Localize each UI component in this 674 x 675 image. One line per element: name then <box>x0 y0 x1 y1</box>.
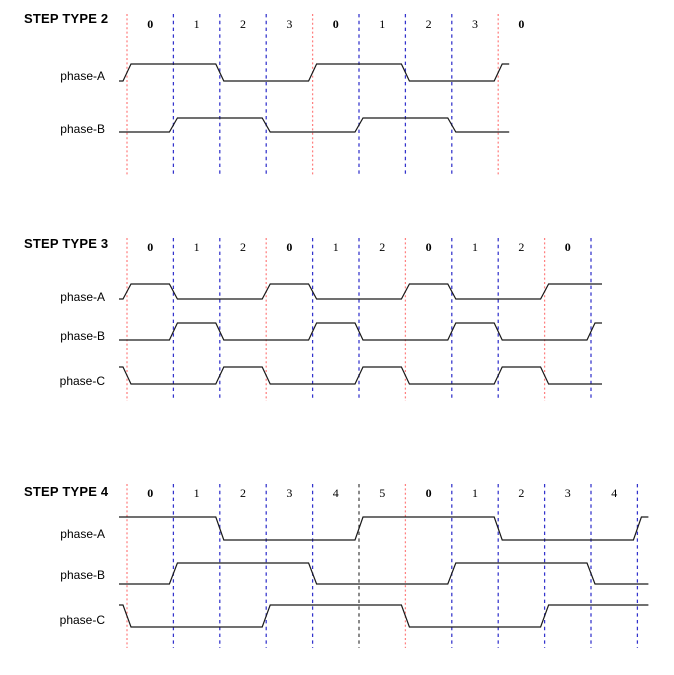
step-label-step-type-4-5: 5 <box>379 486 385 500</box>
waveform-step-type-4-phase-A <box>119 516 649 541</box>
waveform-step-type-3-phase-B <box>119 322 602 341</box>
step-label-step-type-3-2: 2 <box>240 240 246 254</box>
step-label-step-type-4-6: 0 <box>426 486 432 500</box>
step-label-step-type-2-5: 1 <box>379 17 385 31</box>
step-label-step-type-3-9: 0 <box>565 240 571 254</box>
signal-label-step-type-2-phase-A: phase-A <box>60 69 105 83</box>
waveform-step-type-2-phase-B <box>119 117 510 133</box>
step-label-step-type-4-8: 2 <box>518 486 524 500</box>
step-label-step-type-3-3: 0 <box>286 240 292 254</box>
step-label-step-type-4-3: 3 <box>286 486 292 500</box>
step-label-step-type-3-0: 0 <box>147 240 153 254</box>
step-label-step-type-3-6: 0 <box>426 240 432 254</box>
waveform-step-type-2-phase-A <box>119 63 510 82</box>
step-label-step-type-2-7: 3 <box>472 17 478 31</box>
step-label-step-type-4-10: 4 <box>611 486 617 500</box>
signal-label-step-type-3-phase-C: phase-C <box>59 374 105 388</box>
section-title-step-type-4: STEP TYPE 4 <box>24 484 109 499</box>
step-label-step-type-2-6: 2 <box>426 17 432 31</box>
step-label-step-type-2-8: 0 <box>518 17 524 31</box>
waveform-step-type-4-phase-B <box>119 562 649 585</box>
step-label-step-type-2-2: 2 <box>240 17 246 31</box>
step-label-step-type-4-2: 2 <box>240 486 246 500</box>
signal-label-step-type-4-phase-A: phase-A <box>60 527 105 541</box>
signal-label-step-type-3-phase-B: phase-B <box>60 329 105 343</box>
signal-label-step-type-4-phase-B: phase-B <box>60 568 105 582</box>
step-label-step-type-3-7: 1 <box>472 240 478 254</box>
step-label-step-type-3-4: 1 <box>333 240 339 254</box>
section-title-step-type-2: STEP TYPE 2 <box>24 11 109 26</box>
step-label-step-type-2-1: 1 <box>194 17 200 31</box>
signal-label-step-type-3-phase-A: phase-A <box>60 290 105 304</box>
step-label-step-type-2-3: 3 <box>286 17 292 31</box>
step-label-step-type-4-0: 0 <box>147 486 153 500</box>
signal-label-step-type-4-phase-C: phase-C <box>59 613 105 627</box>
section-title-step-type-3: STEP TYPE 3 <box>24 236 109 251</box>
waveform-step-type-3-phase-A <box>119 283 602 300</box>
waveform-step-type-3-phase-C <box>119 366 602 385</box>
step-label-step-type-4-7: 1 <box>472 486 478 500</box>
step-label-step-type-4-9: 3 <box>565 486 571 500</box>
step-label-step-type-4-4: 4 <box>333 486 339 500</box>
step-label-step-type-3-8: 2 <box>518 240 524 254</box>
step-label-step-type-3-1: 1 <box>194 240 200 254</box>
step-label-step-type-2-4: 0 <box>333 17 339 31</box>
step-label-step-type-4-1: 1 <box>194 486 200 500</box>
step-label-step-type-2-0: 0 <box>147 17 153 31</box>
step-label-step-type-3-5: 2 <box>379 240 385 254</box>
signal-label-step-type-2-phase-B: phase-B <box>60 122 105 136</box>
waveform-step-type-4-phase-C <box>119 604 649 628</box>
